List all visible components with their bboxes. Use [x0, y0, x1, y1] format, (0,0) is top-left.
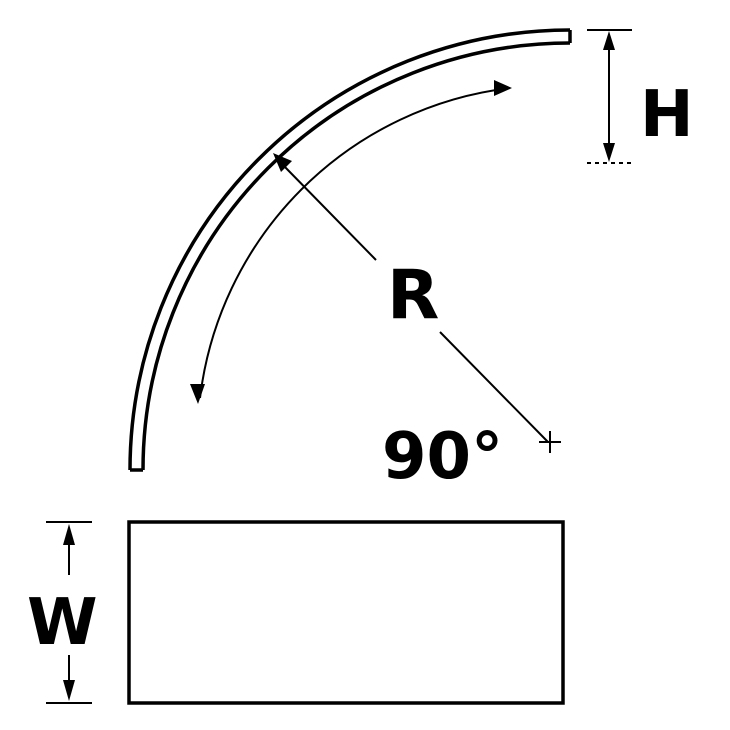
angle-arrowhead-start: [190, 384, 205, 404]
radius-line-lower: [439, 331, 549, 443]
angle-arrowhead-end: [494, 80, 512, 96]
height-arrowhead-top: [603, 31, 615, 50]
angle-label: 90°: [382, 420, 503, 494]
height-label: H: [640, 78, 694, 152]
width-arrowhead-bottom: [63, 680, 75, 701]
radius-arrowhead: [273, 153, 292, 172]
bend-inner-edge: [141, 41, 571, 471]
angle-arc-arrow: [199, 87, 511, 399]
radius-line-upper: [282, 164, 377, 261]
height-arrowhead-bottom: [603, 143, 615, 162]
bend-outer-edge: [128, 28, 571, 471]
radius-label: R: [387, 256, 439, 335]
width-arrowhead-top: [63, 524, 75, 545]
cross-section-rect: [127, 520, 565, 705]
width-label: W: [27, 586, 98, 660]
